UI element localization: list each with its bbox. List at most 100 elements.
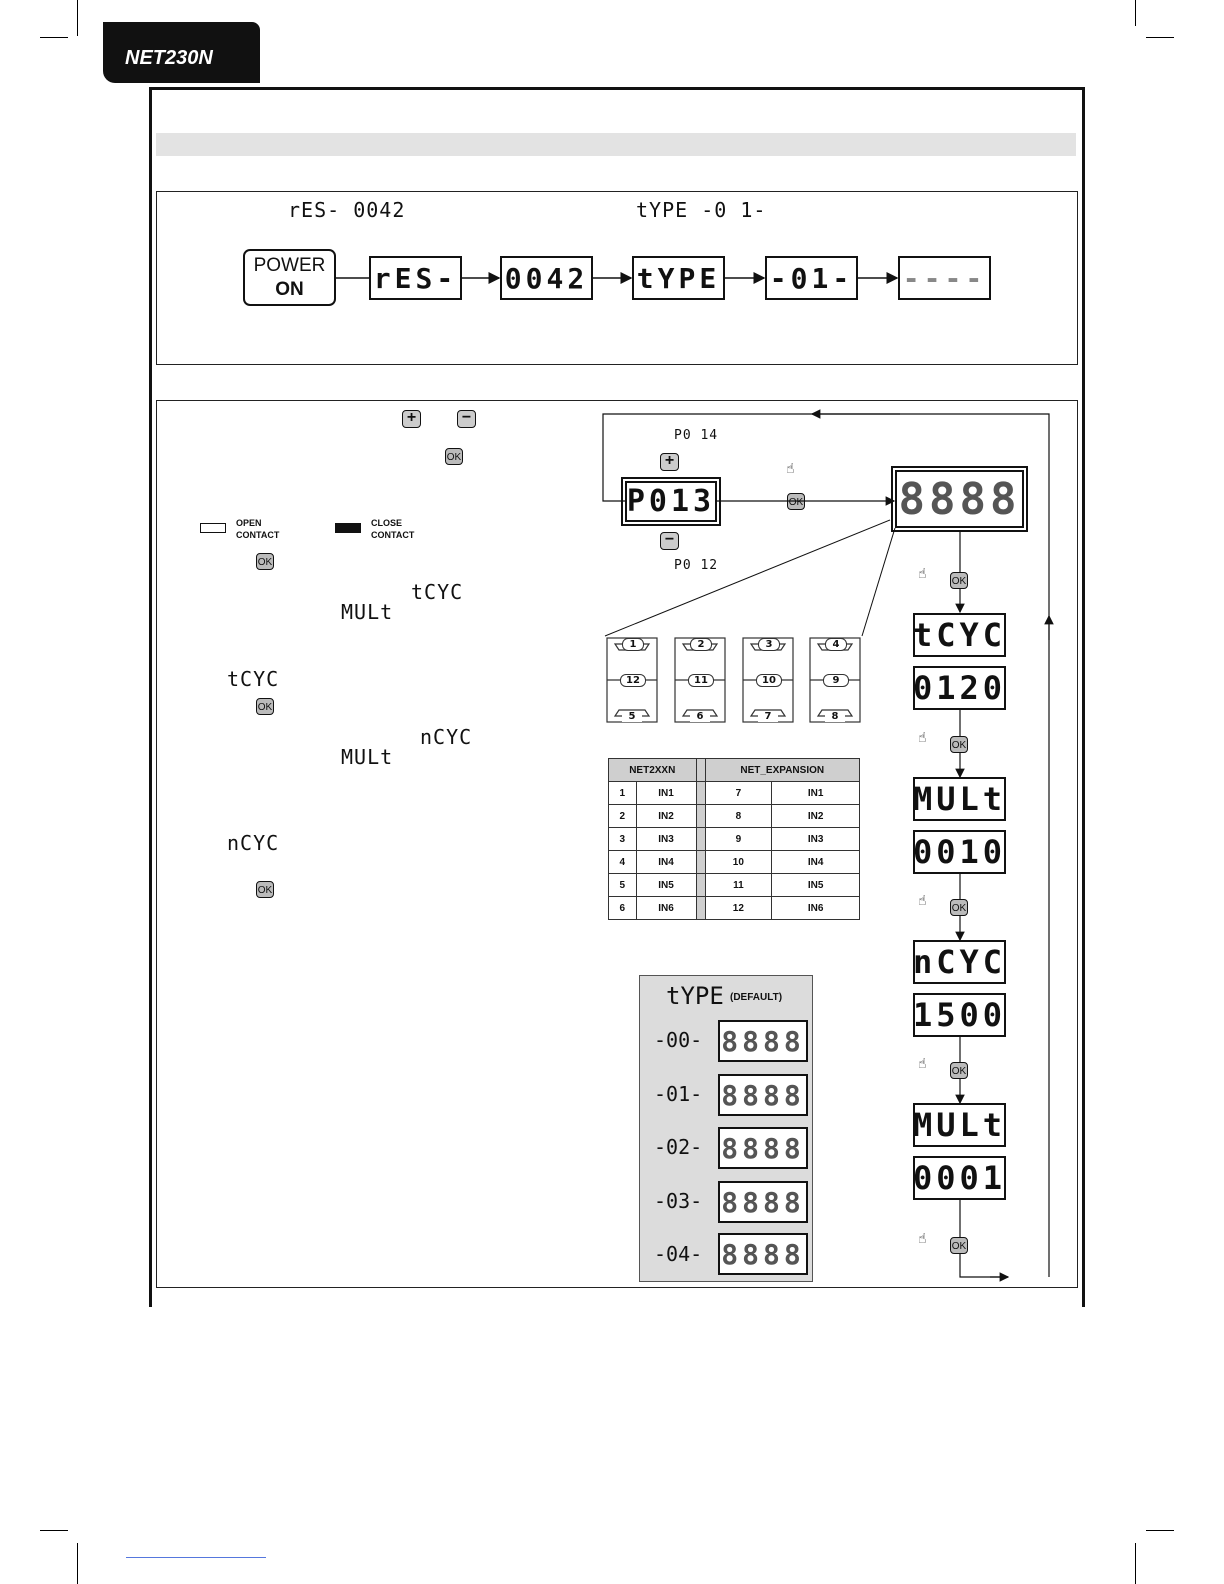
type-option-label: -02- [654,1135,703,1159]
table-spacer [695,758,706,782]
table-spacer [695,804,706,828]
table-cell: IN6 [635,896,697,920]
digit-map-2: 2 11 6 [673,636,727,728]
type-option-label: -01- [654,1082,703,1106]
lcd-01: -01- [765,256,858,300]
table-header: NET2XXN [608,758,697,782]
table-cell: IN2 [635,804,697,828]
table-cell: IN3 [771,827,860,851]
table-cell: 5 [608,873,637,897]
digit-top-label: 4 [825,638,847,651]
model-tab: NET230N [103,22,260,83]
ok-key-icon: OK [256,698,274,715]
open-contact-swatch [200,523,226,533]
table-cell: 6 [608,896,637,920]
lcd-mult: MULt [913,1103,1006,1147]
ok-key-icon: OK [950,1062,968,1079]
hand-press-icon: ☝ [918,730,927,746]
table-cell: IN4 [635,850,697,874]
hand-press-icon: ☝ [786,461,795,477]
digit-bot-label: 6 [690,711,710,722]
power-on-button[interactable]: POWER ON [243,249,336,306]
lcd-1500: 1500 [913,993,1006,1037]
page-frame [149,87,1085,1307]
table-cell: 11 [704,873,773,897]
section-title-bar [156,133,1076,156]
param-above-label: P0 14 [674,428,719,443]
digit-mid-label: 9 [823,674,849,687]
lcd-0120: 0120 [913,666,1006,710]
table-cell: IN6 [771,896,860,920]
lcd-dashes: ---- [898,256,991,300]
table-cell: 10 [704,850,773,874]
programming-panel [156,400,1078,1288]
crop-mark [77,1543,78,1584]
type-default-subtitle: (DEFAULT) [730,992,783,1003]
table-spacer [695,781,706,805]
param-below-label: P0 12 [674,558,719,573]
tcyc-label: tCYC [411,580,464,604]
crop-mark [77,0,78,36]
lcd-type: tYPE [632,256,725,300]
crop-mark [1135,1543,1136,1584]
table-cell: IN4 [771,850,860,874]
digit-mid-label: 11 [688,674,714,687]
mult-label: MULt [341,745,394,769]
table-cell: 12 [704,896,773,920]
table-cell: 2 [608,804,637,828]
crop-mark [1146,1530,1174,1531]
minus-key-icon: − [457,410,476,428]
ncyc-label: nCYC [420,725,473,749]
lcd-status: 8888 [895,470,1024,528]
caption-res-0042: rES- 0042 [288,198,406,222]
digit-top-label: 2 [690,638,712,651]
table-header: NET_EXPANSION [704,758,860,782]
ok-key-icon: OK [950,1237,968,1254]
table-spacer [695,896,706,920]
type-option-label: -00- [654,1028,703,1052]
close-contact-swatch [335,523,361,533]
type-option-display: 8888 [718,1233,808,1275]
ok-key-icon: OK [256,553,274,570]
digit-top-label: 3 [758,638,780,651]
table-spacer [695,850,706,874]
hand-press-icon: ☝ [918,893,927,909]
table-cell: IN3 [635,827,697,851]
digit-top-label: 1 [622,638,644,651]
ok-key-icon: OK [950,572,968,589]
power-label: POWER [253,255,326,276]
hand-press-icon: ☝ [918,566,927,582]
digit-bot-label: 5 [622,711,642,722]
footer-link-line [126,1557,266,1558]
on-label: ON [275,279,304,300]
table-cell: 4 [608,850,637,874]
caption-type-01: tYPE -0 1- [636,198,767,222]
open-contact-label: OPEN CONTACT [236,518,280,540]
lcd-ncyc: nCYC [913,940,1006,984]
ok-key-icon: OK [445,448,463,465]
crop-mark [1135,0,1136,26]
type-default-panel: tYPE (DEFAULT) -00- 8888 -01- 8888 -02- … [639,975,813,1282]
table-cell: IN1 [635,781,697,805]
table-cell: IN2 [771,804,860,828]
digit-map-3: 3 10 7 [741,636,795,728]
table-cell: IN5 [635,873,697,897]
plus-key-icon: + [660,453,679,471]
digit-map-4: 4 9 8 [808,636,862,728]
table-cell: 8 [704,804,773,828]
type-default-title: tYPE [666,982,724,1010]
table-cell: 1 [608,781,637,805]
crop-mark [40,37,68,38]
digit-mid-label: 10 [756,674,782,687]
close-contact-label: CLOSE CONTACT [371,518,415,540]
plus-key-icon: + [402,410,421,428]
digit-mid-label: 12 [620,674,646,687]
type-option-display: 8888 [718,1020,808,1062]
table-spacer [695,873,706,897]
crop-mark [1146,37,1174,38]
